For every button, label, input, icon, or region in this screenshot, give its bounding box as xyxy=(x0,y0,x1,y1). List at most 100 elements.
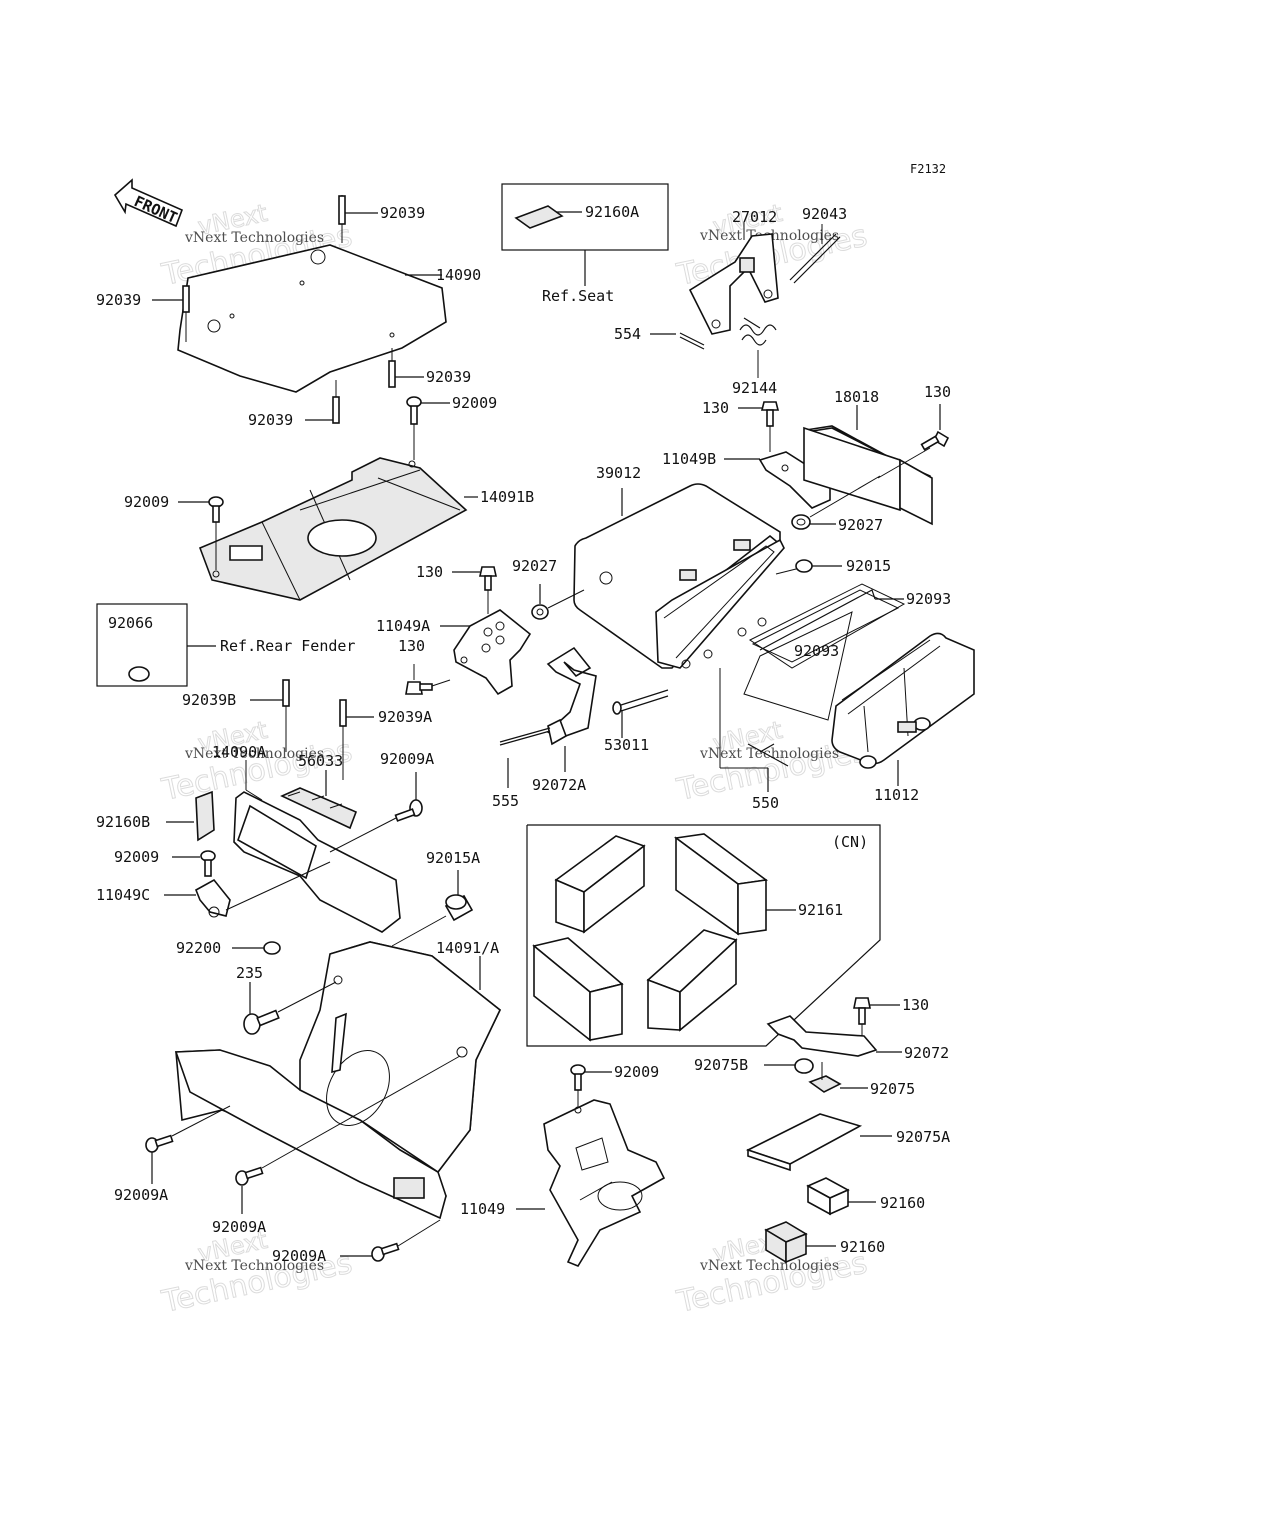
reflector-56033 xyxy=(280,787,358,830)
label-92066: 92066 xyxy=(108,614,153,632)
label-92009: 92009 xyxy=(452,394,497,412)
nut-92075B xyxy=(794,1058,814,1074)
label-11049C: 11049C xyxy=(96,886,150,904)
label-92093: 92093 xyxy=(794,642,839,660)
label-92039: 92039 xyxy=(380,204,425,222)
label-92009: 92009 xyxy=(614,1063,659,1081)
label-92009: 92009 xyxy=(114,848,159,866)
label-11049A: 11049A xyxy=(376,617,430,635)
bolt-130 xyxy=(760,401,780,427)
label-14091A: 14091/A xyxy=(436,939,499,957)
part-27012-latch xyxy=(688,233,779,335)
label-92009A: 92009A xyxy=(114,1186,168,1204)
label-130: 130 xyxy=(702,399,729,417)
label-92009A: 92009A xyxy=(380,750,434,768)
pad-92075A xyxy=(745,1113,863,1172)
bolt-130 xyxy=(920,430,950,451)
screw-92009 xyxy=(570,1064,586,1091)
plate-18018 xyxy=(803,425,933,526)
clip-92039 xyxy=(182,285,190,313)
label-53011: 53011 xyxy=(604,736,649,754)
part-14090-plate xyxy=(177,244,447,393)
watermark-caption: vNext Technologies xyxy=(184,746,324,762)
label-555: 555 xyxy=(492,792,519,810)
nut-92027 xyxy=(791,514,811,530)
bolt-235 xyxy=(243,1009,280,1035)
battery-11012 xyxy=(831,632,975,769)
label-554: 554 xyxy=(614,325,641,343)
label-92160B: 92160B xyxy=(96,813,150,831)
screw-92009A xyxy=(235,1166,264,1186)
nut-92015 xyxy=(795,559,813,573)
label-14090A: 14090A xyxy=(212,743,266,761)
bolt-130 xyxy=(853,997,871,1025)
pin-554 xyxy=(679,332,705,350)
strap-92072A xyxy=(546,646,597,746)
label-92039: 92039 xyxy=(248,411,293,429)
screw-92009 xyxy=(200,850,216,877)
label-92039: 92039 xyxy=(96,291,141,309)
part-14091B-mat xyxy=(198,457,468,601)
watermark-caption: vNext Technologies xyxy=(699,746,839,762)
plug-92066 xyxy=(128,666,150,682)
label-92039B: 92039B xyxy=(182,691,236,709)
label-92200: 92200 xyxy=(176,939,221,957)
label-92160: 92160 xyxy=(880,1194,925,1212)
bracket-11049C xyxy=(194,878,231,918)
label-18018: 18018 xyxy=(834,388,879,406)
screw-92009A xyxy=(394,799,423,822)
watermark-text: Technologies xyxy=(673,1246,870,1321)
label-14091B: 14091B xyxy=(480,488,534,506)
screw-92009 xyxy=(406,396,422,425)
label-92039A: 92039A xyxy=(378,708,432,726)
label-92015A: 92015A xyxy=(426,849,480,867)
pad-92160B xyxy=(195,790,215,842)
block-92160 xyxy=(806,1177,850,1216)
front-arrow-icon: FRONT xyxy=(113,178,184,228)
label-11049B: 11049B xyxy=(662,450,716,468)
label-130: 130 xyxy=(902,996,929,1014)
label-92075A: 92075A xyxy=(896,1128,950,1146)
watermark-caption: vNext Technologies xyxy=(699,1258,839,1274)
screw-92009 xyxy=(208,496,224,523)
label-92015: 92015 xyxy=(846,557,891,575)
label-92027: 92027 xyxy=(512,557,557,575)
nut-92075 xyxy=(808,1075,842,1093)
label-11049: 11049 xyxy=(460,1200,505,1218)
label-92075B: 92075B xyxy=(694,1056,748,1074)
label-235: 235 xyxy=(236,964,263,982)
washer-92200 xyxy=(263,941,281,955)
figure-code: F2132 xyxy=(910,162,946,176)
bracket-11049A xyxy=(453,609,532,696)
label-92009A: 92009A xyxy=(272,1247,326,1265)
watermark-caption: vNext Technologies xyxy=(184,1258,324,1274)
label-92161: 92161 xyxy=(798,901,843,919)
clip-92039A xyxy=(339,699,347,727)
cover-14091A xyxy=(174,941,501,1220)
label-130: 130 xyxy=(416,563,443,581)
clip-92039 xyxy=(388,360,396,388)
label-130: 130 xyxy=(398,637,425,655)
label-550: 550 xyxy=(752,794,779,812)
label-39012: 39012 xyxy=(596,464,641,482)
label-92009A: 92009A xyxy=(212,1218,266,1236)
pad-92160A xyxy=(514,205,564,229)
bracket-92072 xyxy=(766,1015,878,1057)
collar-92015A xyxy=(444,894,474,922)
label-92009: 92009 xyxy=(124,493,169,511)
sheet-92093 xyxy=(749,583,906,669)
front-label: FRONT xyxy=(131,192,180,227)
label-92039: 92039 xyxy=(426,368,471,386)
box-39012 xyxy=(573,483,785,669)
label-92043: 92043 xyxy=(802,205,847,223)
label-92027: 92027 xyxy=(838,516,883,534)
label-ref-rear-fender: Ref.Rear Fender xyxy=(220,637,355,655)
screw-92009A xyxy=(371,1242,400,1262)
label-92072: 92072 xyxy=(904,1044,949,1062)
label-27012: 27012 xyxy=(732,208,777,226)
clip-92039 xyxy=(332,396,340,424)
label-14090: 14090 xyxy=(436,266,481,284)
label-92072A: 92072A xyxy=(532,776,586,794)
